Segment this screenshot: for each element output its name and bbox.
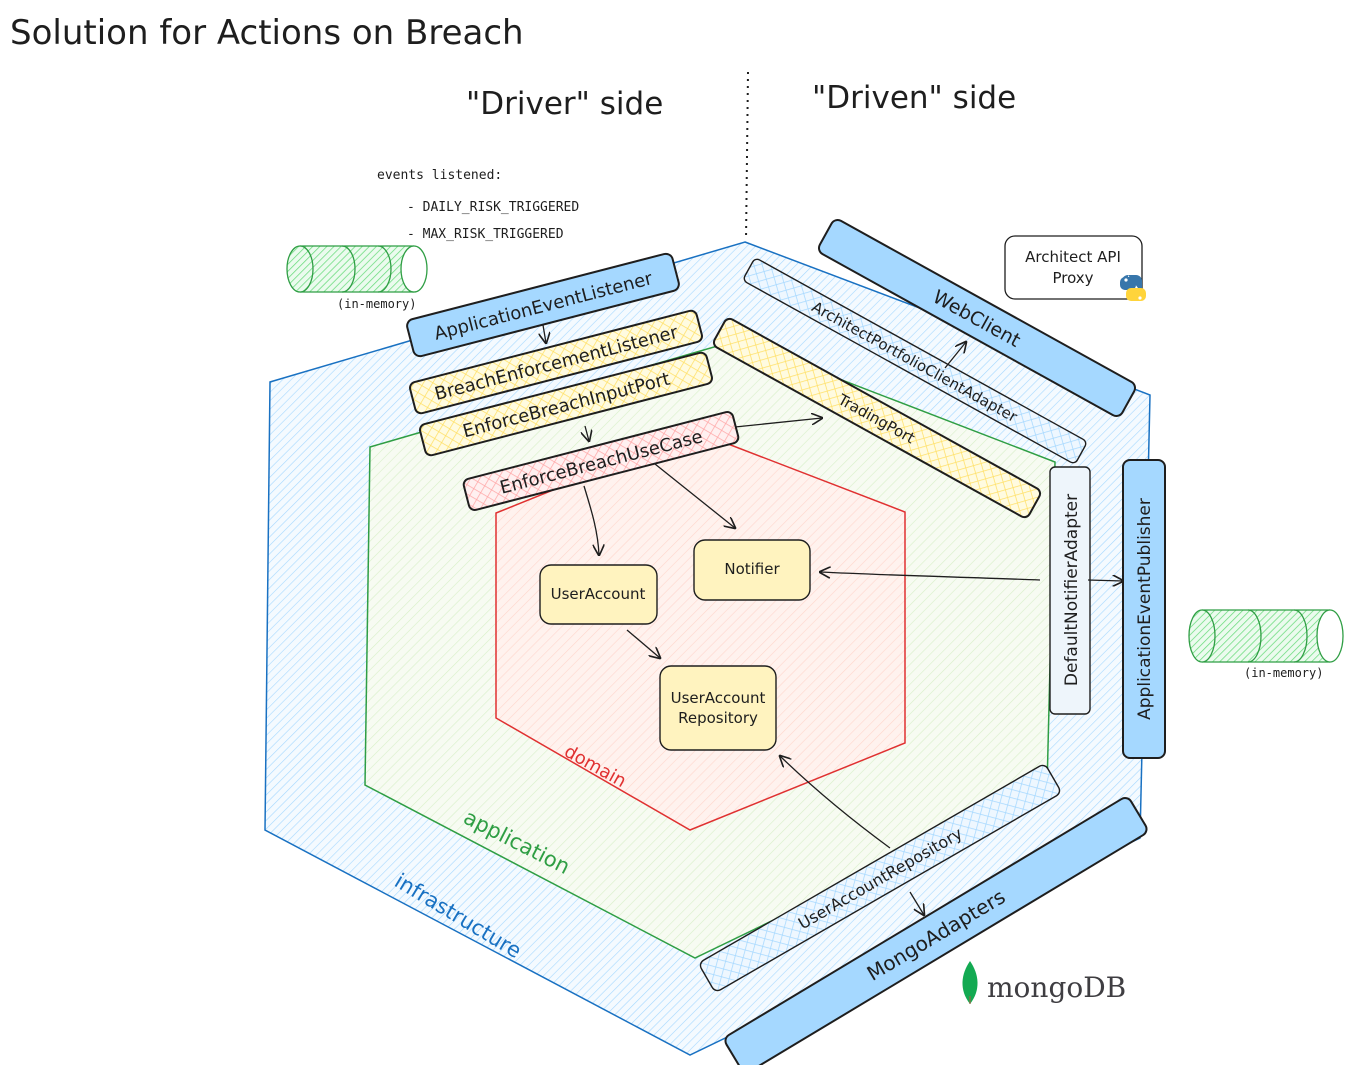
user-account-repository-line-2: Repository: [678, 709, 758, 727]
user-account-label: UserAccount: [551, 585, 646, 603]
driver-side-label: "Driver" side: [466, 86, 663, 122]
application-event-publisher-label: ApplicationEventPublisher: [1135, 498, 1155, 720]
architect-api-proxy-line-2: Proxy: [1052, 269, 1093, 287]
arrow-notifier-adapter-to-publisher: [1087, 580, 1123, 581]
arrow-use-case-to-user-account: [583, 485, 599, 555]
left-queue-label: (in-memory): [337, 297, 416, 311]
arrow-use-case-to-notifier: [654, 463, 735, 528]
arrow-use-case-to-trading-port: [734, 418, 822, 428]
right-queue-icon: [1188, 609, 1344, 663]
arrow-repository-adapter-to-mongo: [909, 891, 924, 915]
arrow-notifier-adapter-to-notifier: [820, 572, 1041, 581]
user-account-box: UserAccount: [539, 564, 658, 625]
arrow-input-port-to-use-case: [585, 425, 589, 441]
notifier-label: Notifier: [724, 560, 780, 578]
driven-side-label: "Driven" side: [812, 80, 1016, 116]
architect-api-proxy: Architect API Proxy: [1004, 235, 1143, 300]
python-logo-icon: [1120, 275, 1146, 301]
notifier-box: Notifier: [693, 539, 811, 601]
architect-api-proxy-line-1: Architect API: [1025, 248, 1121, 266]
default-notifier-adapter: DefaultNotifierAdapter: [1049, 466, 1091, 715]
left-queue-icon: [286, 245, 428, 293]
user-account-repository-box: UserAccount Repository: [659, 665, 777, 751]
diagram-title: Solution for Actions on Breach: [10, 13, 524, 53]
arrows: [543, 324, 1123, 915]
arrow-listener-to-breach-listener: [543, 324, 546, 343]
arrow-repository-adapter-to-repository: [780, 756, 891, 849]
domain-layer: [495, 431, 906, 831]
arrow-adapter-to-web-client: [944, 342, 966, 369]
user-account-repository-line-1: UserAccount: [671, 689, 766, 707]
svg-text:mongoDB: mongoDB: [987, 971, 1126, 1004]
events-heading: events listened:: [377, 168, 502, 183]
mongodb-logo-icon: mongoDB: [962, 961, 1126, 1004]
arrow-user-account-to-repository: [626, 629, 660, 658]
application-event-publisher: ApplicationEventPublisher: [1122, 459, 1166, 759]
event-item: - DAILY_RISK_TRIGGERED: [407, 200, 579, 215]
default-notifier-adapter-label: DefaultNotifierAdapter: [1062, 494, 1082, 686]
side-divider: [745, 71, 749, 241]
right-queue-label: (in-memory): [1244, 666, 1323, 680]
event-item: - MAX_RISK_TRIGGERED: [407, 227, 564, 242]
